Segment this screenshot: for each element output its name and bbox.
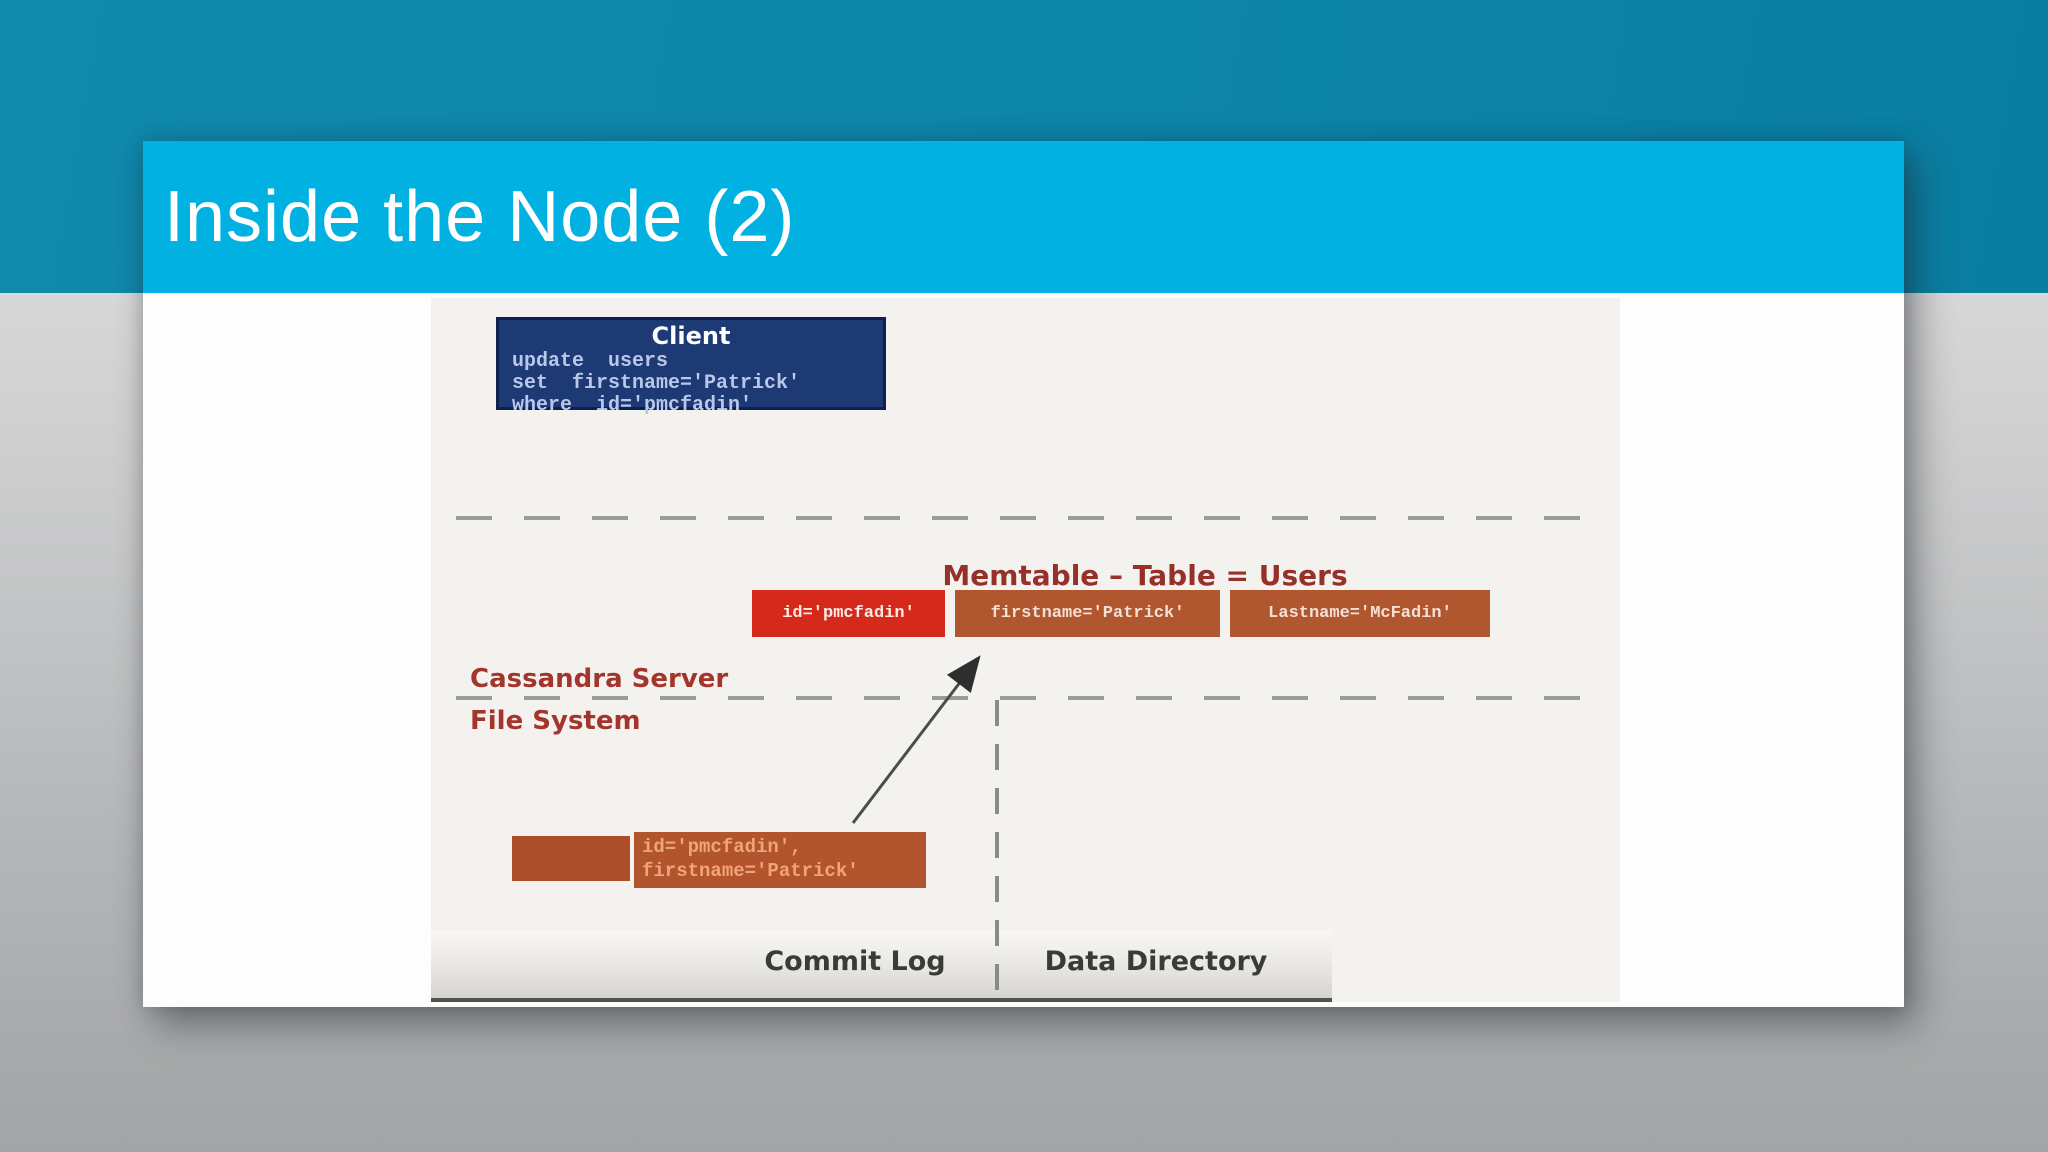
cassandra-node-diagram: Client update users set firstname='Patri… [431, 298, 1620, 1002]
presentation-slide: Inside the Node (2) Client update users … [143, 141, 1904, 1007]
data-directory-label: Data Directory [1044, 946, 1268, 977]
commit-log-entry-box: id='pmcfadin', firstname='Patrick' [634, 832, 926, 888]
memtable-cell-lastname: Lastname='McFadin' [1230, 590, 1490, 637]
client-box-title: Client [651, 322, 731, 350]
client-box: Client update users set firstname='Patri… [496, 317, 886, 417]
file-system-label: File System [470, 706, 641, 736]
slide-title-bar: Inside the Node (2) [143, 141, 1904, 293]
memtable-label: Memtable – Table = Users [942, 559, 1348, 592]
client-code-line: set firstname='Patrick' [512, 372, 801, 395]
storage-footer-band: Commit Log Data Directory [431, 930, 1332, 1002]
server-filesystem-divider [456, 696, 1596, 700]
client-code-line: update users [512, 350, 669, 373]
client-server-divider [456, 516, 1596, 520]
commit-log-entry-line: firstname='Patrick' [642, 860, 859, 882]
client-code-line: where id='pmcfadin' [512, 394, 753, 417]
commit-log-entry-line: id='pmcfadin', [642, 836, 802, 858]
commit-log-label: Commit Log [764, 946, 946, 977]
memtable-cell-firstname: firstname='Patrick' [955, 590, 1220, 637]
memtable-cell-id: id='pmcfadin' [752, 590, 945, 637]
slide-title: Inside the Node (2) [164, 177, 796, 257]
commit-log-segment-box [512, 836, 630, 881]
cassandra-server-label: Cassandra Server [470, 664, 729, 694]
commitlog-datadir-divider [995, 700, 999, 1000]
client-code-block: update users set firstname='Patrick' whe… [499, 351, 883, 417]
